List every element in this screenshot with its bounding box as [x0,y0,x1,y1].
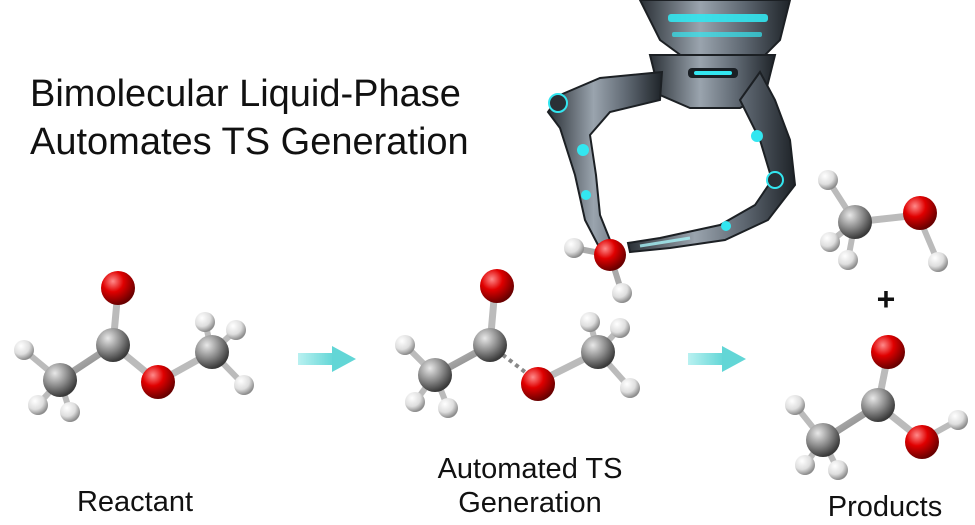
title-line-1: Bimolecular Liquid-Phase [30,73,461,115]
reactant-label: Reactant [76,486,194,518]
hydrogen-atom [612,283,632,303]
methanol-molecule [818,170,948,272]
right-arrow-icon [298,346,356,372]
hydrogen-atom [564,238,584,258]
products-label: Products [827,491,943,523]
robotic-claw-icon [546,0,797,254]
reactant-molecule [14,271,254,422]
ts-generation-label: Automated TS Generation [405,452,655,520]
plus-sign: + [877,281,896,317]
ts-label-line-2: Generation [458,487,602,519]
oxygen-atom [594,239,626,271]
ts-label-line-1: Automated TS [437,453,623,485]
right-arrow-icon [688,346,746,372]
diagram-title: Bimolecular Liquid-Phase Automates TS Ge… [30,70,510,166]
title-line-2: Automates TS Generation [30,121,469,163]
acetic-acid-molecule [785,335,968,480]
transition-state-molecule [395,269,640,418]
water-molecule [564,238,632,303]
